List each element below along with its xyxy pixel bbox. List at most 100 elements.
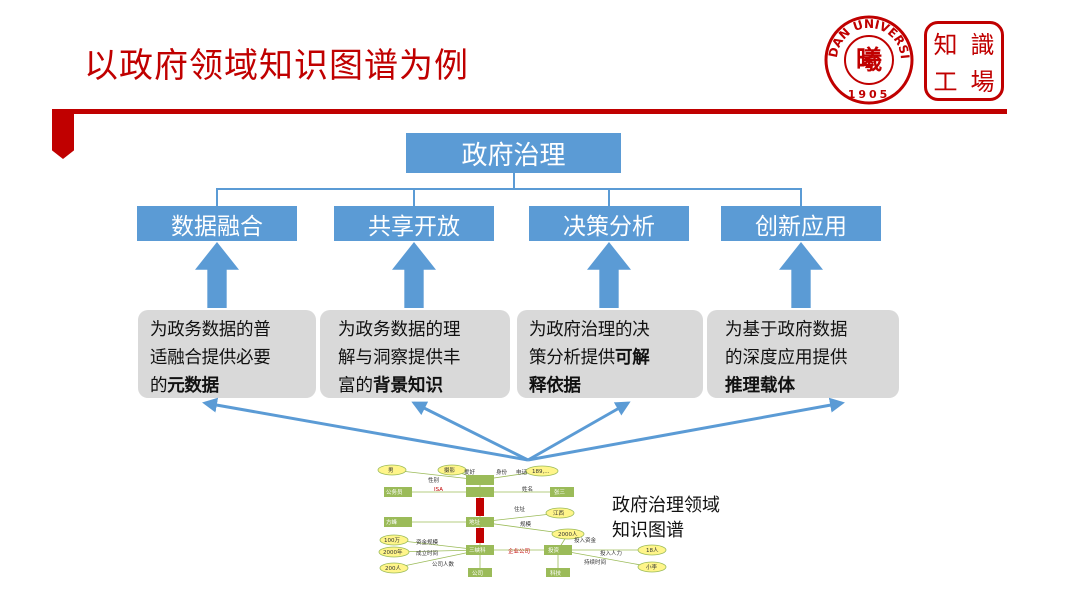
description-keyword: 释依据 — [529, 376, 581, 396]
child-node-innovation-application: 创新应用 — [721, 206, 881, 241]
description-keyword: 推理载体 — [725, 376, 795, 396]
description-line: 的深度应用提供 — [725, 348, 848, 368]
tree-connector — [608, 188, 610, 206]
title-underline — [52, 109, 1007, 114]
kg-label: 100万 — [384, 537, 400, 544]
slide-title: 以政府领域知识图谱为例 — [84, 46, 469, 86]
tree-connector — [513, 173, 515, 189]
title-tab-marker — [52, 111, 74, 159]
fanout-arrow — [411, 401, 529, 462]
kg-label: 189,... — [532, 469, 550, 475]
logo-char: 場 — [970, 68, 995, 96]
kg-node-label: 公司 — [472, 570, 483, 577]
child-node-data-fusion: 数据融合 — [137, 206, 297, 241]
kg-label: 2000人 — [558, 531, 578, 538]
description-keyword: 可解 — [615, 348, 650, 368]
zhishi-gongchang-logo: 知 識 工 場 — [924, 21, 1004, 101]
logo-char: 知 — [933, 31, 958, 59]
kg-edge-label: 成立时间 — [416, 549, 438, 557]
kg-node — [437, 464, 467, 476]
description-box: 为政务数据的理 解与洞察提供丰 富的背景知识 — [320, 310, 510, 398]
fanout-arrow — [202, 397, 529, 462]
kg-node-label: 三峡科 — [469, 546, 486, 554]
kg-node — [551, 528, 585, 540]
kg-node — [466, 487, 494, 497]
description-box: 为政务数据的普 适融合提供必要 的元数据 — [138, 310, 316, 398]
kg-edge-label: 电话 — [516, 468, 528, 476]
description-keyword: 背景知识 — [373, 376, 443, 396]
kg-node — [378, 546, 410, 558]
logo-char: 識 — [970, 31, 995, 59]
caption-line: 知识图谱 — [612, 520, 684, 541]
caption-line: 政府治理领域 — [612, 495, 720, 516]
description-line: 解与洞察提供丰 — [338, 348, 461, 368]
tree-connector — [216, 188, 218, 206]
kg-edge-label: 投入人力 — [600, 549, 622, 557]
kg-node — [377, 464, 407, 476]
kg-node-label: 方峰 — [386, 518, 398, 526]
description-text: 富的 — [338, 376, 373, 396]
kg-label: 江西 — [553, 510, 565, 517]
kg-node — [546, 568, 570, 577]
child-node-decision-analysis: 决策分析 — [529, 206, 689, 241]
fudan-year: 1905 — [848, 88, 891, 101]
kg-label: 200人 — [385, 565, 401, 572]
tree-connector — [800, 188, 802, 206]
description-keyword: 元数据 — [167, 376, 219, 396]
kg-node — [379, 534, 409, 546]
kg-node-label: 公务员 — [386, 488, 403, 496]
fudan-university-logo: FUDAN UNIVERSITY 曦 1905 — [823, 14, 914, 105]
description-line: 为政务数据的理 — [338, 320, 461, 340]
description-text: 策分析提供 — [529, 348, 615, 368]
kg-node — [637, 561, 667, 573]
kg-node — [637, 544, 667, 556]
description-box: 为政府治理的决 策分析提供可解 释依据 — [517, 310, 703, 398]
kg-node — [384, 487, 412, 497]
kg-node — [466, 545, 494, 555]
kg-node — [466, 475, 494, 485]
kg-edge-label: 爱好 — [464, 468, 476, 476]
kg-edge-label: 规模 — [520, 520, 532, 528]
root-node: 政府治理 — [406, 133, 621, 173]
child-node-sharing-open: 共享开放 — [334, 206, 494, 241]
kg-edge-label: 身份 — [496, 468, 508, 476]
fudan-center-char: 曦 — [856, 46, 882, 76]
kg-node-label: 地址 — [469, 518, 481, 526]
kg-label: 男 — [388, 467, 394, 474]
kg-edge-label: 住址 — [514, 505, 526, 513]
kg-node — [545, 507, 575, 519]
knowledge-graph-thumbnail: 男 摄影 189,... 100万 2000年 200人 2000人 江西 18… — [377, 464, 667, 577]
kg-node — [379, 562, 409, 574]
kg-label: 18人 — [646, 547, 659, 554]
kg-node-label: 张三 — [554, 488, 566, 496]
kg-node — [476, 528, 484, 543]
description-line: 适融合提供必要 — [150, 348, 271, 368]
description-line: 为基于政府数据 — [725, 320, 848, 340]
kg-label: 摄影 — [444, 466, 456, 474]
knowledge-graph-caption: 政府治理领域 知识图谱 — [612, 493, 720, 543]
kg-node — [466, 517, 494, 527]
kg-edge-label: ISA — [434, 487, 443, 493]
kg-edge-label: 资金规模 — [416, 538, 439, 546]
kg-node — [525, 465, 559, 477]
kg-edge-label: 企业公司 — [508, 547, 530, 555]
kg-node-label: 科技 — [550, 569, 562, 577]
kg-label: 2000年 — [383, 548, 403, 556]
kg-node — [550, 487, 574, 497]
fanout-arrow — [527, 397, 845, 462]
tree-connector — [216, 188, 802, 190]
description-line: 为政务数据的普 — [150, 320, 271, 340]
kg-label: 小李 — [646, 563, 658, 571]
logo-char: 工 — [933, 68, 958, 96]
description-line: 为政府治理的决 — [529, 320, 650, 340]
kg-node — [384, 517, 412, 527]
kg-edge-label: 持续时间 — [584, 558, 606, 566]
kg-edge-label: 性别 — [428, 476, 439, 484]
kg-edge-label: 公司人数 — [432, 560, 455, 568]
tree-connector — [413, 188, 415, 206]
description-box: 为基于政府数据 的深度应用提供 推理载体 — [707, 310, 899, 398]
kg-node-label: 投资 — [548, 546, 560, 554]
kg-node — [468, 568, 492, 577]
kg-edge-label: 姓名 — [522, 485, 533, 493]
